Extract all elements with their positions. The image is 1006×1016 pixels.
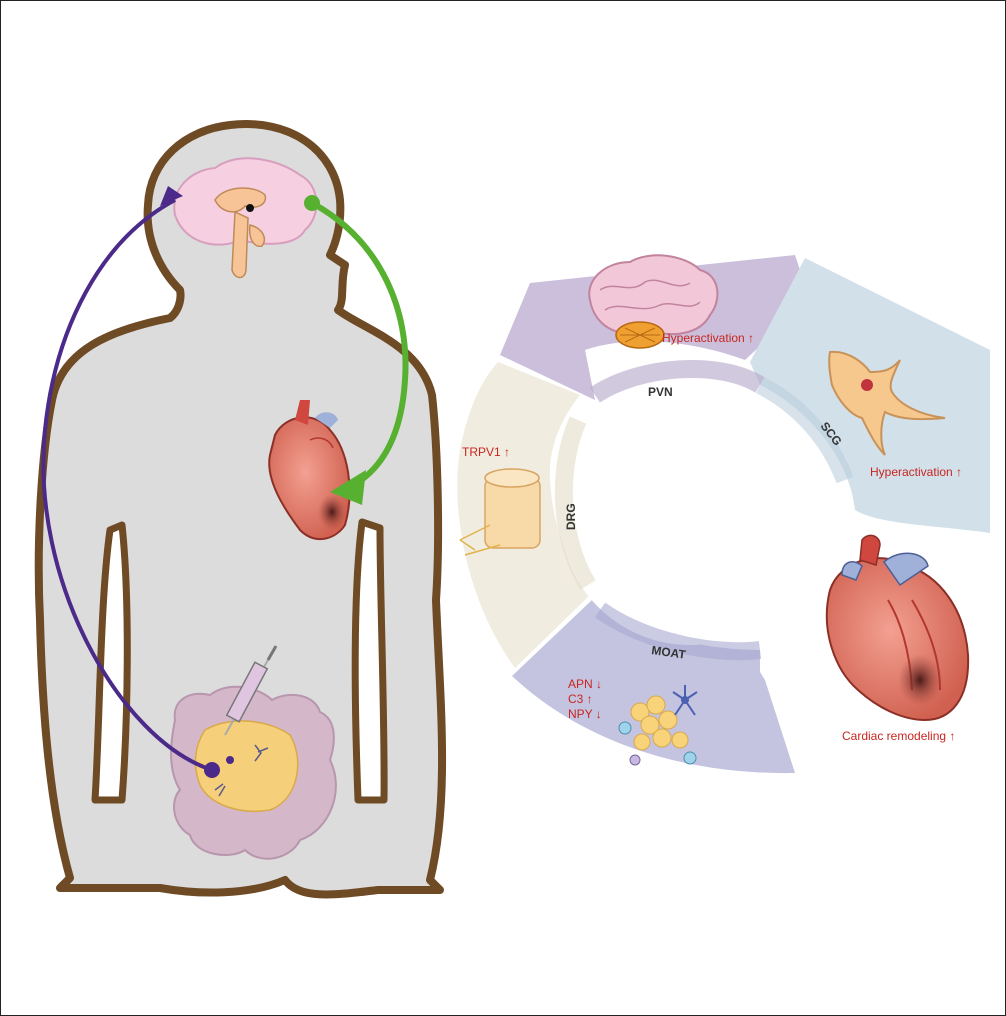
heart-caption: Cardiac remodeling ↑: [842, 729, 955, 743]
large-heart-icon: [827, 535, 968, 720]
right-arm-gap: [355, 522, 384, 800]
drg-note: TRPV1 ↑: [462, 445, 510, 459]
pvn-note: Hyperactivation ↑: [662, 331, 754, 345]
drg-label: DRG: [564, 503, 578, 530]
scg-note: Hyperactivation ↑: [870, 465, 962, 479]
pvn-label: PVN: [648, 385, 673, 399]
moat-note-npy: NPY ↓: [568, 707, 602, 721]
moat-note-c3: C3 ↑: [568, 692, 593, 706]
moat-note-apn: APN ↓: [568, 677, 602, 691]
